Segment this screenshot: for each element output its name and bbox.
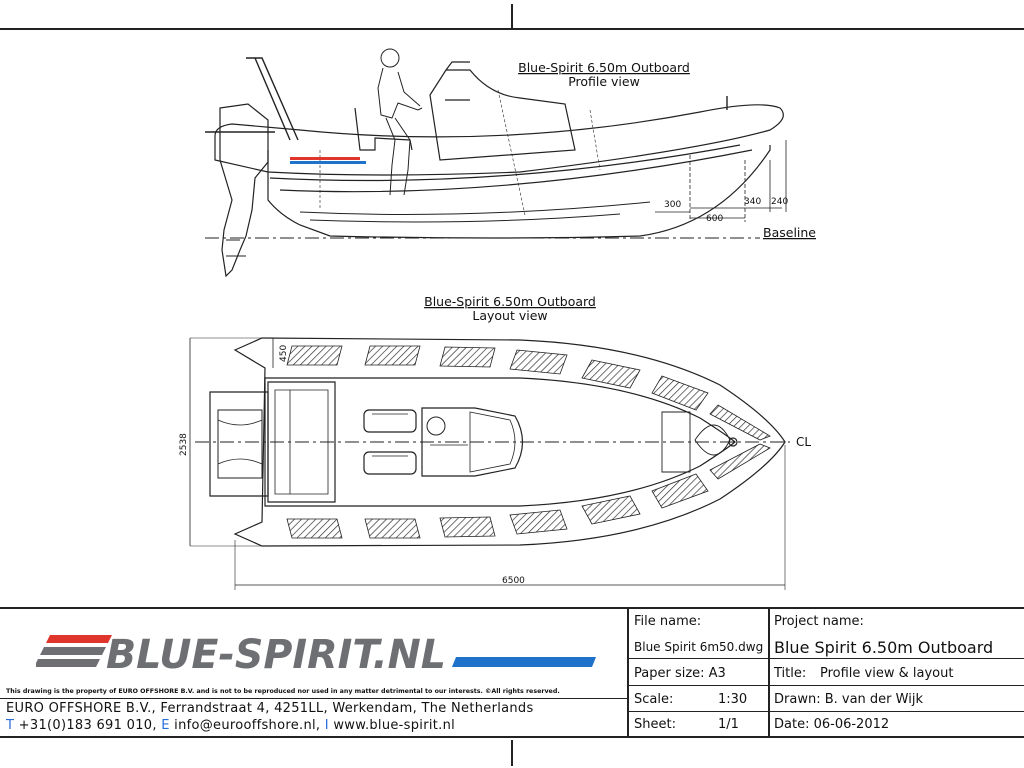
hull-logo-red — [290, 157, 360, 160]
tube-pads — [286, 345, 771, 539]
contact-t-letter: T — [6, 718, 15, 733]
console — [429, 69, 576, 161]
seat — [354, 107, 413, 151]
dim-240: 240 — [771, 197, 788, 207]
sheet-value: 1/1 — [718, 717, 739, 732]
dim-300: 300 — [664, 200, 681, 210]
seat-starboard — [363, 451, 417, 475]
steering-wheel — [426, 416, 446, 436]
dim-600: 600 — [706, 214, 723, 224]
person-figure — [377, 48, 423, 196]
tow-frame — [205, 57, 299, 141]
drawing-date: Date: 06-06-2012 — [774, 717, 890, 732]
company-address: EURO OFFSHORE B.V., Ferrandstraat 4, 425… — [6, 701, 534, 716]
paper-size: Paper size: A3 — [634, 666, 726, 681]
transom-platform — [209, 391, 269, 497]
tube-outline — [214, 104, 784, 176]
hull-outline — [267, 145, 771, 239]
cl-label: CL — [796, 435, 811, 449]
contact-e-letter: E — [161, 718, 170, 733]
profile-subtitle: Profile view — [568, 74, 640, 89]
brand-logo: BLUE-SPIRIT.NL — [36, 635, 596, 675]
top-center-tick — [511, 4, 513, 30]
baseline-label: Baseline — [763, 225, 816, 240]
project-label: Project name: — [774, 614, 864, 629]
title-value: Profile view & layout — [820, 666, 954, 681]
sheet-label: Sheet: — [634, 717, 676, 732]
disclaimer-text: This drawing is the property of EURO OFF… — [6, 688, 560, 695]
dim-length: 6500 — [502, 576, 525, 586]
contact-email: info@eurooffshore.nl, — [169, 718, 325, 733]
drawing-frame — [0, 28, 1024, 738]
console-top — [421, 407, 524, 477]
layout-title: Blue-Spirit 6.50m Outboard — [424, 294, 596, 309]
company-contact: T +31(0)183 691 010, E info@eurooffshore… — [6, 718, 455, 733]
bow-locker — [661, 411, 691, 473]
dim-340: 340 — [744, 197, 761, 207]
stern-seat — [267, 381, 336, 503]
layout-subtitle: Layout view — [472, 308, 547, 323]
profile-view — [205, 48, 787, 278]
dim-width: 2538 — [179, 433, 189, 456]
contact-phone: +31(0)183 691 010, — [14, 718, 162, 733]
title-block: BLUE-SPIRIT.NL This drawing is the prope… — [0, 607, 1024, 738]
outboard-engine — [219, 103, 269, 278]
file-name-value: Blue Spirit 6m50.dwg — [634, 640, 764, 654]
contact-web: www.blue-spirit.nl — [328, 718, 456, 733]
dim-tube: 450 — [279, 345, 289, 362]
scale-label: Scale: — [634, 692, 674, 707]
layout-view — [189, 337, 790, 590]
profile-title: Blue-Spirit 6.50m Outboard — [518, 60, 690, 75]
logo-text: BLUE-SPIRIT.NL — [106, 635, 446, 675]
tube-outer — [233, 337, 786, 547]
file-name-label: File name: — [634, 614, 702, 629]
deck-inner — [264, 377, 736, 507]
contact-i-letter: I — [324, 718, 329, 733]
drawn-by: Drawn: B. van der Wijk — [774, 692, 923, 707]
scale-value: 1:30 — [718, 692, 748, 707]
seat-port — [363, 409, 417, 433]
bottom-center-tick — [511, 740, 513, 766]
hull-logo-blue — [290, 161, 366, 164]
project-value: Blue Spirit 6.50m Outboard — [774, 638, 994, 657]
title-label: Title: — [774, 666, 807, 681]
